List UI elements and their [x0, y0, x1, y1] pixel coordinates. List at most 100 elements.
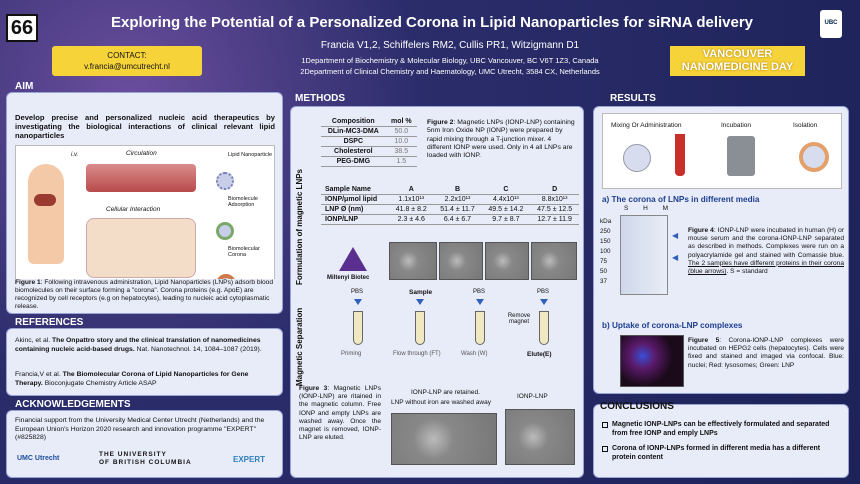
- tem-image-2: [439, 242, 483, 280]
- elute-label: Elute(E): [527, 351, 552, 358]
- event-badge: VANCOUVER NANOMEDICINE DAY: [670, 46, 805, 76]
- col-b: B: [433, 185, 482, 195]
- authors: Francia V1,2, Schiffelers RM2, Cullis PR…: [320, 40, 580, 51]
- incubator-icon: [727, 136, 755, 176]
- body-illustration: [28, 164, 64, 264]
- blood-vessel: [86, 164, 196, 192]
- lane-m: M: [662, 205, 668, 212]
- marker: 75: [600, 258, 608, 265]
- ubc-line-1: THE UNIVERSITY: [99, 451, 167, 458]
- ref1-title: The Onpattro story and the clinical tran…: [15, 337, 261, 353]
- corona-sphere-icon: [799, 142, 829, 172]
- col-composition: Composition: [321, 117, 386, 127]
- mixing-label: Mixing Or Administration: [611, 122, 682, 129]
- formulation-side-label: Formulation of magnetic LNPs: [295, 169, 304, 286]
- aim-heading: AIM: [15, 81, 34, 92]
- lipid-mol: 10.0: [385, 136, 417, 147]
- figure5-label: Figure 5: [688, 337, 720, 344]
- sample-label: Sample: [409, 289, 433, 296]
- incubation-label: Incubation: [721, 122, 751, 129]
- lane-s: S: [624, 205, 629, 212]
- miltenyi-logo-icon: [339, 247, 367, 271]
- corona-label: Biomolecular Corona: [228, 246, 260, 258]
- gel-image: [620, 215, 668, 295]
- tem-image-1: [389, 242, 437, 280]
- lipid-name: PEG-DMG: [321, 156, 386, 167]
- ref1-authors: Akinc, et al.: [15, 337, 53, 344]
- gel-markers: kDa 250 150 100 75 50 37: [600, 217, 611, 287]
- figure2-caption: Figure 2: Magnetic LNPs (IONP-LNP) conta…: [427, 119, 577, 160]
- biomol-label: Biomolecule Adsorption: [228, 196, 258, 208]
- expert-logo: EXPERT: [233, 455, 266, 464]
- affiliation-2: 2Department of Clinical Chemistry and Ha…: [300, 67, 600, 76]
- column-tube: [475, 311, 485, 345]
- arrow-down-icon: [354, 299, 362, 305]
- flow-through-label: Flow through (FT): [393, 351, 441, 357]
- figure1-caption: Figure 1: Following intravenous administ…: [15, 279, 277, 311]
- marker: 100: [600, 248, 611, 255]
- arrow-down-icon: [416, 299, 424, 305]
- cell: 4.4x10¹³: [481, 194, 531, 205]
- figure3-label: Figure 3: [299, 385, 328, 392]
- tem-image-eluted: [505, 409, 575, 465]
- tem-image-4: [531, 242, 577, 280]
- results-heading: RESULTS: [610, 93, 656, 104]
- arrow-down-icon: [476, 299, 484, 305]
- section-b-title: b) Uptake of corona-LNP complexes: [602, 321, 743, 330]
- tem-image-washed: [391, 413, 497, 465]
- ubc-logo-footer: THE UNIVERSITY OF BRITISH COLUMBIA: [99, 451, 192, 467]
- section-a-title: a) The corona of LNPs in different media: [602, 195, 760, 204]
- miltenyi-logo: Miltenyi Biotec: [327, 275, 370, 281]
- figure4-text: : IONP-LNP were incubated in human (H) o…: [688, 227, 844, 259]
- event-line-2: NANOMEDICINE DAY: [681, 61, 794, 73]
- marker: 50: [600, 268, 608, 275]
- cell: 12.7 ± 11.9: [530, 214, 579, 225]
- contact-email[interactable]: v.francia@umcutrecht.nl: [84, 62, 170, 71]
- contact-label: CONTACT:: [107, 51, 147, 60]
- separation-side-label: Magnetic Separation: [295, 307, 304, 387]
- arrow-right-icon: ◀: [672, 253, 679, 262]
- cell-illustration: [86, 218, 196, 278]
- serum-tube-icon: [675, 134, 685, 176]
- column-tube: [539, 311, 549, 345]
- conclusions-heading: CONCLUSIONS: [600, 401, 674, 412]
- ref2-source: Bioconjugate Chemistry Article ASAP: [42, 379, 157, 387]
- tem-image-3: [485, 242, 529, 280]
- figure2-text: : Magnetic LNPs (IONP-LNP) containing 5n…: [427, 119, 575, 160]
- conclusion-text: Magnetic IONP-LNPs can be effectively fo…: [612, 421, 830, 437]
- washed-note: LNP without iron are washed away: [391, 399, 491, 406]
- checkbox-icon: [602, 446, 608, 452]
- figure1-label: Figure 1: [15, 279, 41, 286]
- cell: 47.5 ± 12.5: [530, 204, 579, 215]
- aim-diagram: i.v. Circulation Lipid Nanoparticle Biom…: [15, 145, 275, 301]
- arrow-right-icon: ◀: [672, 231, 679, 240]
- cellular-label: Cellular Interaction: [106, 206, 161, 213]
- np-sphere-icon: [623, 144, 651, 172]
- figure4-caption: Figure 4: IONP-LNP were incubated in hum…: [688, 227, 844, 276]
- ack-text: Financial support from the University Me…: [15, 417, 265, 441]
- ref2-title: The Biomolecular Corona of Lipid Nanopar…: [15, 371, 249, 387]
- col-sample: Sample Name: [321, 185, 390, 195]
- checkbox-icon: [602, 422, 608, 428]
- liver-illustration: [34, 194, 56, 206]
- poster-number: 66: [6, 14, 38, 42]
- ionp-lnp-label: IONP-LNP: [517, 393, 548, 400]
- figure4-standard: . S = standard: [726, 268, 768, 276]
- col-d: D: [530, 185, 579, 195]
- aim-text: Develop precise and personalized nucleic…: [15, 113, 275, 140]
- separation-diagram: PBS Sample PBS PBS Remove magnet Priming…: [321, 289, 579, 381]
- lipid-mol: 38.5: [385, 146, 417, 157]
- confocal-image: [620, 335, 684, 387]
- ack-heading: ACKNOWLEDGEMENTS: [15, 399, 131, 410]
- affiliation-1: 1Department of Biochemistry & Molecular …: [301, 56, 599, 65]
- event-line-1: VANCOUVER: [702, 48, 773, 60]
- methods-heading: METHODS: [295, 93, 345, 104]
